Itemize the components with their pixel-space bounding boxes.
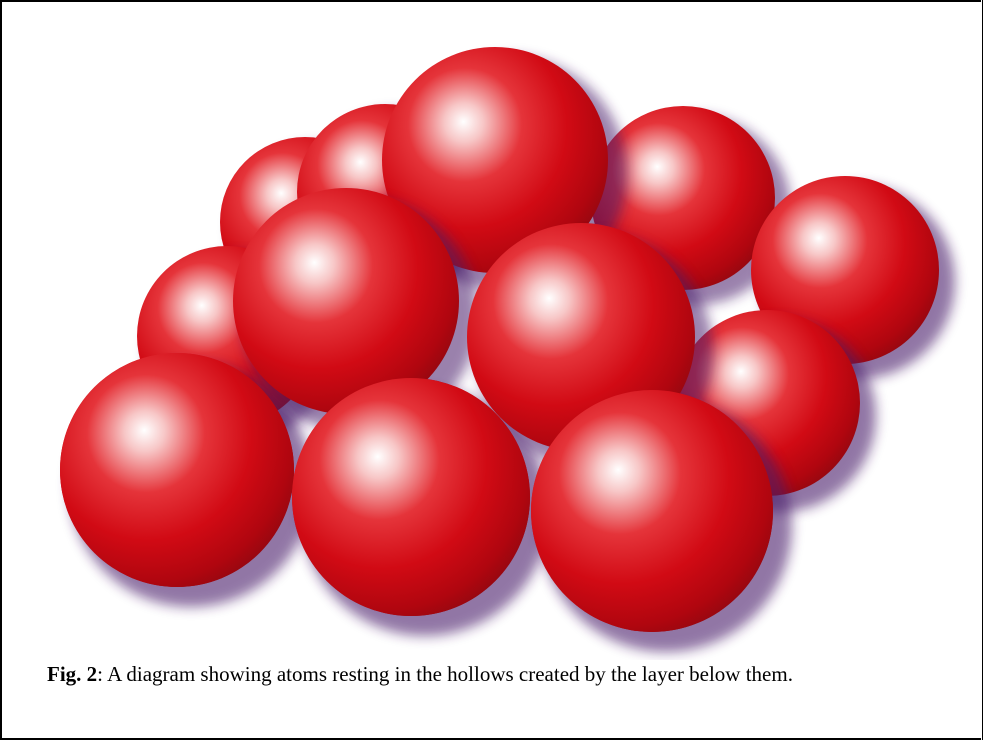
atom-front-overlap-3	[531, 390, 773, 632]
caption-separator: :	[97, 662, 107, 686]
atom-front-overlap-1	[60, 353, 294, 587]
caption-text: A diagram showing atoms resting in the h…	[107, 662, 793, 686]
figure-caption: Fig. 2: A diagram showing atoms resting …	[47, 664, 793, 685]
figure-label: Fig. 2	[47, 662, 97, 686]
atom-packing-diagram	[0, 0, 983, 660]
atom-front-overlap-2	[292, 378, 530, 616]
